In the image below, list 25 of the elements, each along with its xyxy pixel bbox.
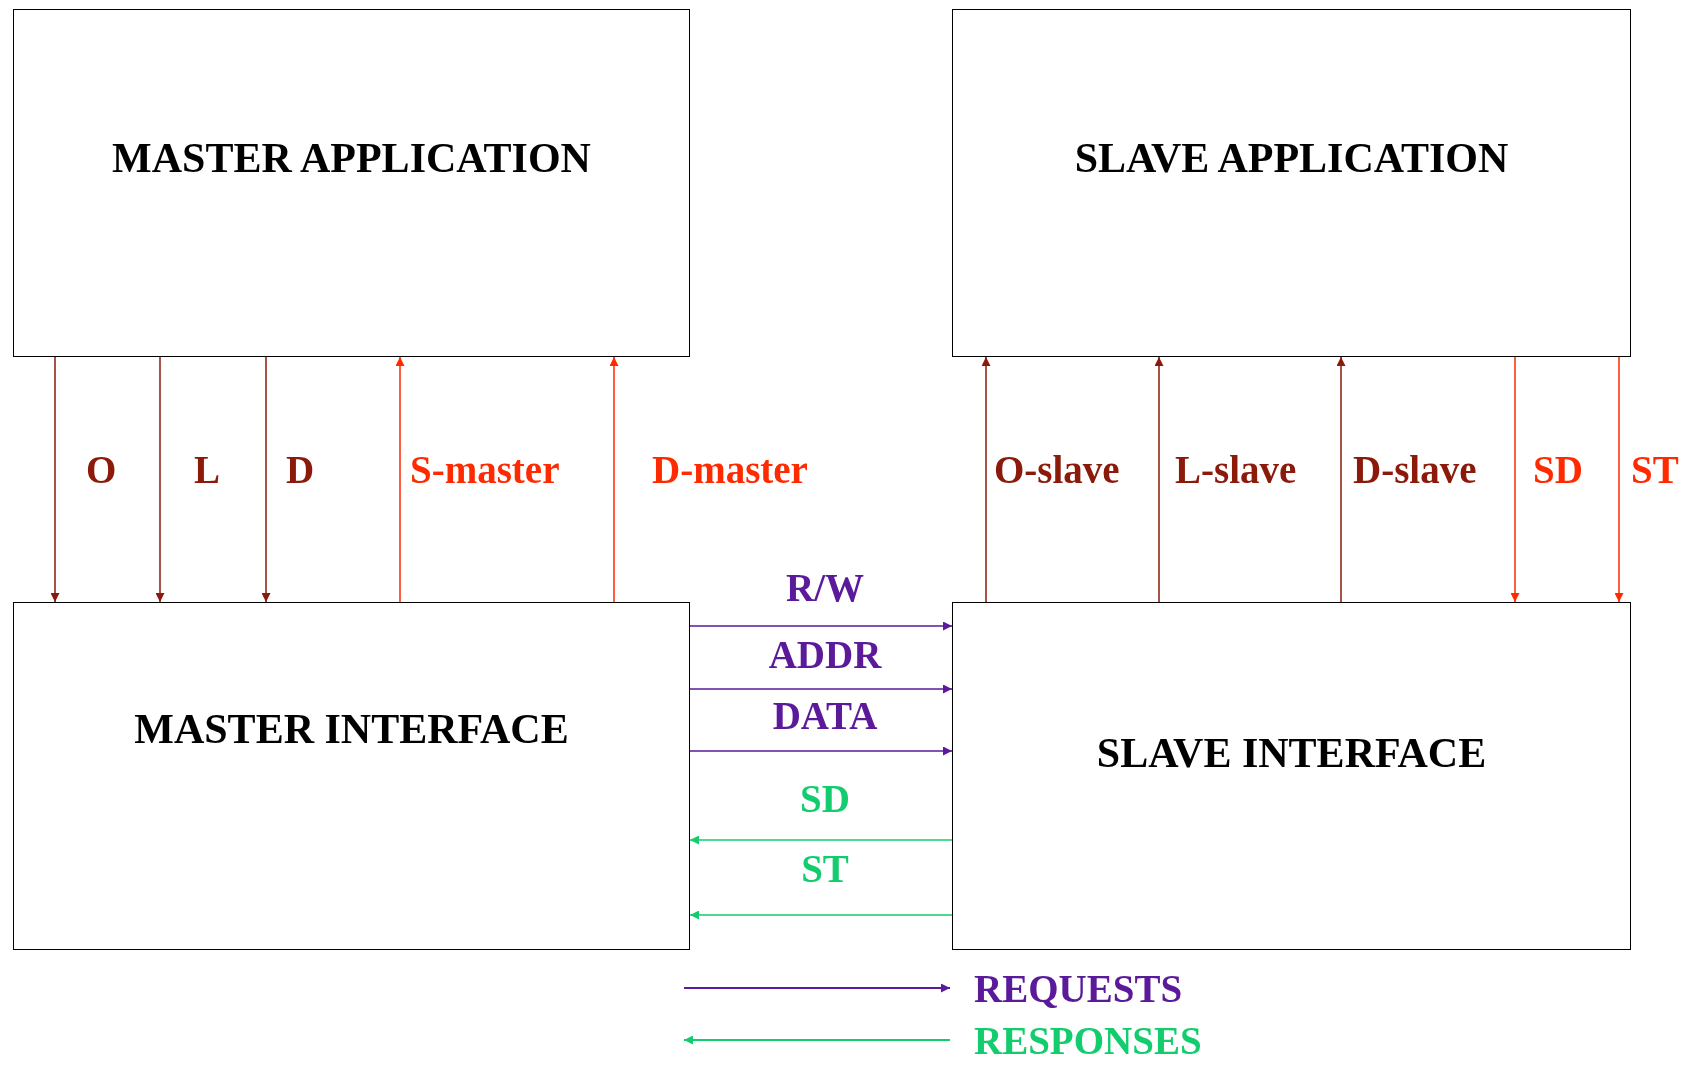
block-title: SLAVE INTERFACE (1095, 732, 1488, 774)
block-box (952, 602, 1631, 950)
arrow (1336, 356, 1346, 603)
block-title: MASTER APPLICATION (111, 137, 592, 179)
arrow (609, 356, 619, 603)
arrow (50, 356, 60, 603)
arrow (689, 835, 953, 845)
arrow (261, 356, 271, 603)
arrow (1510, 356, 1520, 603)
block-box (13, 602, 690, 950)
arrow (395, 356, 405, 603)
block-box (13, 9, 690, 357)
block-title: MASTER INTERFACE (133, 708, 570, 750)
arrow (1154, 356, 1164, 603)
arrow (981, 356, 991, 603)
block-box (952, 9, 1631, 357)
legend-label: RESPONSES (973, 1020, 1203, 1060)
arrow (689, 910, 953, 920)
arrow (689, 746, 953, 756)
arrow (1614, 356, 1624, 603)
block-title: SLAVE APPLICATION (1073, 137, 1510, 179)
arrow (689, 684, 953, 694)
arrow (155, 356, 165, 603)
arrow (689, 621, 953, 631)
legend-label: REQUESTS (973, 968, 1184, 1008)
